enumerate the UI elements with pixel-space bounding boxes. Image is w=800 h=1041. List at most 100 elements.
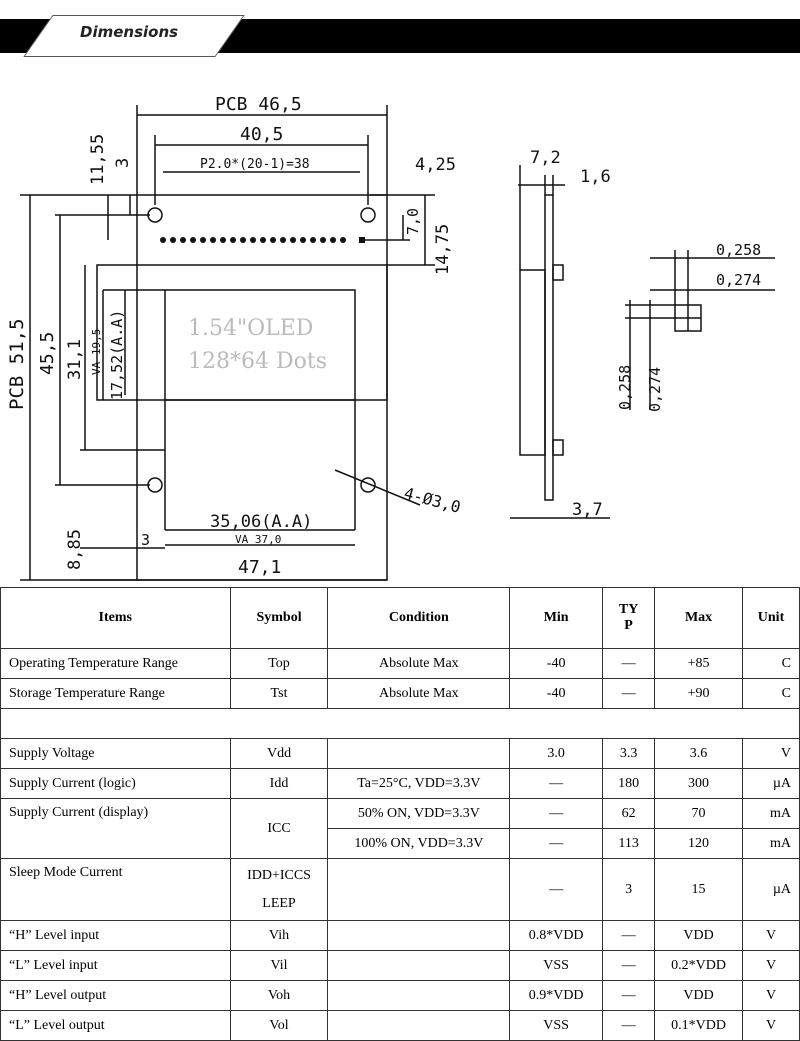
cell: V — [742, 950, 800, 981]
dimension-drawing: PCB 46,5 40,5 P2.0*(20-1)=38 4,25 11,55 … — [6, 94, 775, 581]
dim-1475: 14,75 — [433, 224, 453, 275]
cell: C — [742, 678, 800, 709]
header-unit: Unit — [742, 587, 800, 649]
cell: VDD — [654, 920, 744, 951]
dim-pixel-274: 0,274 — [716, 271, 761, 289]
table-spacer-row — [0, 708, 800, 739]
cell: ICC — [229, 798, 329, 859]
cell: -40 — [509, 678, 604, 709]
cell: +90 — [654, 678, 744, 709]
cell: -40 — [509, 648, 604, 679]
cell: mA — [742, 828, 800, 859]
dim-pin-pitch: P2.0*(20-1)=38 — [200, 157, 310, 172]
cell: IDD+ICCS LEEP — [229, 858, 329, 921]
cell: Vih — [229, 920, 329, 951]
cell: V — [742, 738, 800, 769]
cell: Storage Temperature Range — [0, 678, 231, 709]
header-items: Items — [0, 587, 231, 649]
cell: “H” Level input — [0, 920, 231, 951]
cell: “H” Level output — [0, 980, 231, 1011]
cell: 3.6 — [654, 738, 744, 769]
cell: Ta=25°C, VDD=3.3V — [327, 768, 511, 799]
cell: C — [742, 648, 800, 679]
dim-3: 3 — [113, 158, 133, 168]
cell: µA — [742, 768, 800, 799]
dim-pixel-274-v: 0,274 — [646, 367, 664, 412]
cell: Top — [229, 648, 329, 679]
mount-hole-icon — [360, 477, 376, 493]
dim-pcb-width: PCB 46,5 — [215, 94, 302, 115]
cell — [327, 920, 511, 951]
table-header-row: Items Symbol Condition Min TY P Max Unit — [0, 587, 800, 649]
section-title: Dimensions — [80, 23, 179, 41]
side-pcb — [544, 194, 554, 501]
cell — [327, 738, 511, 769]
cell: Absolute Max — [327, 678, 511, 709]
header-max: Max — [654, 587, 744, 649]
cell: “L” Level output — [0, 1010, 231, 1041]
cell: 3.3 — [602, 738, 656, 769]
active-area — [164, 289, 356, 401]
cell — [327, 1010, 511, 1041]
cell: Sleep Mode Current — [0, 858, 231, 921]
dim-455: 45,5 — [37, 332, 58, 375]
dim-72: 7,2 — [530, 148, 561, 168]
cell: — — [602, 980, 656, 1011]
cell: 113 — [602, 828, 656, 859]
cell: — — [602, 1010, 656, 1041]
header-min: Min — [509, 587, 604, 649]
cell: — — [509, 798, 604, 829]
cell: — — [509, 858, 604, 921]
cell: “L” Level input — [0, 950, 231, 981]
cell: 15 — [654, 858, 744, 921]
cell: VSS — [509, 1010, 604, 1041]
dim-va370: VA 37,0 — [235, 533, 281, 546]
cell: 3.0 — [509, 738, 604, 769]
dim-3506: 35,06(A.A) — [210, 512, 312, 532]
cell — [327, 950, 511, 981]
dim-holes: 4-Ø3,0 — [402, 484, 463, 517]
cell: Vil — [229, 950, 329, 981]
cell: 0.8*VDD — [509, 920, 604, 951]
cell: Vdd — [229, 738, 329, 769]
cell: V — [742, 1010, 800, 1041]
cell: +85 — [654, 648, 744, 679]
header-symbol: Symbol — [229, 587, 329, 649]
mount-hole-icon — [360, 207, 376, 223]
cell — [327, 980, 511, 1011]
oled-label: 1.54"OLED — [188, 316, 313, 341]
cell: 70 — [654, 798, 744, 829]
cell: Tst — [229, 678, 329, 709]
cell — [327, 858, 511, 921]
cell: Idd — [229, 768, 329, 799]
cell: Supply Current (logic) — [0, 768, 231, 799]
header-typ: TY P — [602, 587, 656, 649]
cell: mA — [742, 798, 800, 829]
cell: — — [509, 828, 604, 859]
dim-3-bottom: 3 — [141, 531, 150, 549]
pin-header — [160, 237, 365, 243]
dim-1752: 17,52(A.A) — [108, 310, 126, 400]
dim-pixel-258: 0,258 — [716, 241, 761, 259]
cell: 100% ON, VDD=3.3V — [327, 828, 511, 859]
cell: VDD — [654, 980, 744, 1011]
cell: µA — [742, 858, 800, 921]
cell: VSS — [509, 950, 604, 981]
cell: — — [509, 768, 604, 799]
dim-471: 47,1 — [238, 557, 281, 578]
cell: Voh — [229, 980, 329, 1011]
cell: 120 — [654, 828, 744, 859]
cell: 0.9*VDD — [509, 980, 604, 1011]
oled-resolution: 128*64 Dots — [188, 349, 327, 374]
spec-table: Items Symbol Condition Min TY P Max Unit… — [0, 587, 800, 1041]
